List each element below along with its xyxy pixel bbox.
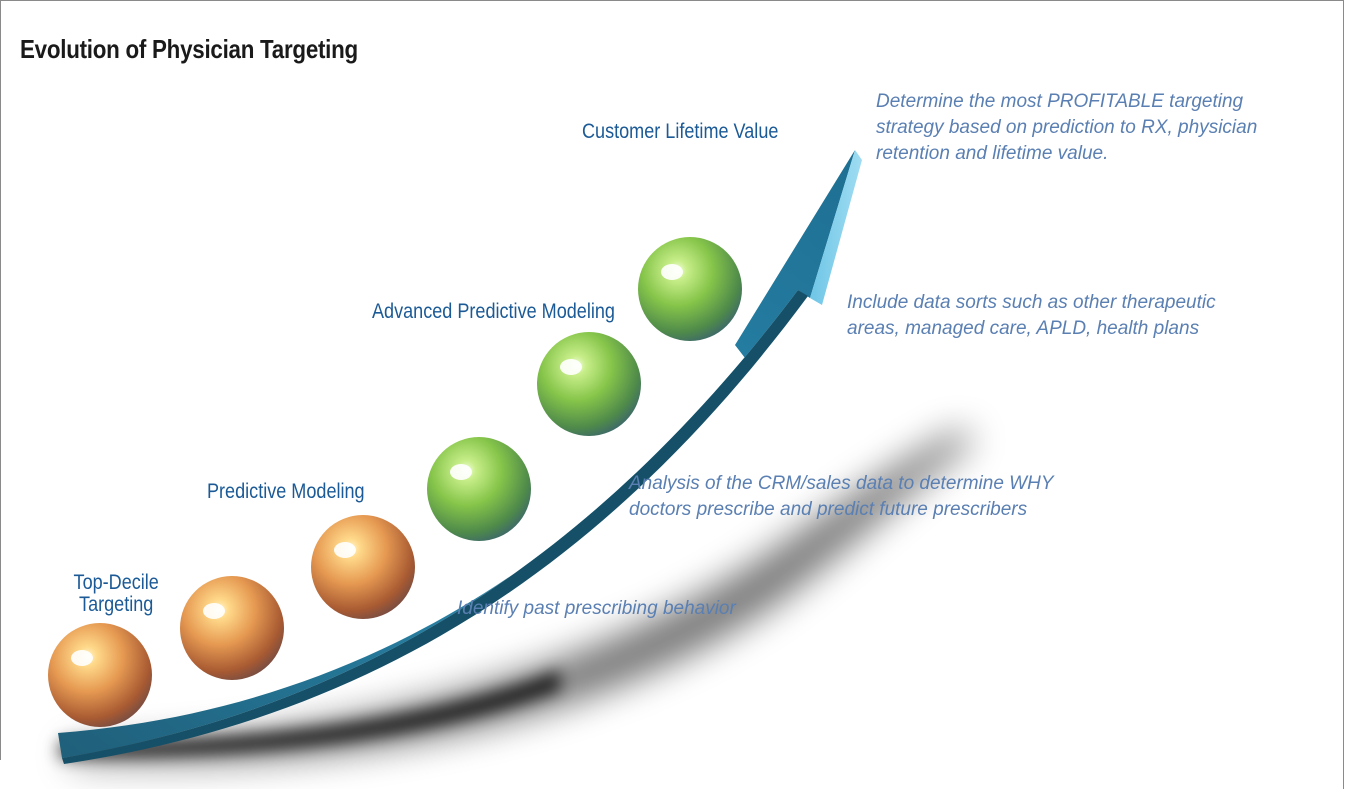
stage-label-top-decile-targeting: Top-Decile Targeting	[56, 572, 176, 616]
sphere-4-icon	[427, 437, 531, 541]
slide-frame-left-edge	[0, 0, 1, 760]
stage-label-predictive-modeling: Predictive Modeling	[207, 480, 365, 503]
stage-label-customer-lifetime-value: Customer Lifetime Value	[582, 120, 779, 143]
stage-label-line-1: Top-Decile	[73, 571, 159, 594]
sphere-2-icon	[180, 576, 284, 680]
description-line: areas, managed care, APLD, health plans	[847, 318, 1200, 339]
description-line: Analysis of the CRM/sales data to determ…	[629, 473, 1054, 494]
description-line: strategy based on prediction to RX, phys…	[876, 117, 1258, 138]
description-line: retention and lifetime value.	[876, 143, 1109, 164]
arrow-head-edge	[810, 150, 862, 305]
sphere-6-icon	[638, 237, 742, 341]
stage-label-advanced-predictive-modeling: Advanced Predictive Modeling	[372, 300, 615, 323]
description-top-decile-targeting: Identify past prescribing behavior	[457, 596, 736, 622]
sphere-3-icon	[311, 515, 415, 619]
sphere-5-icon	[537, 332, 641, 436]
description-advanced-predictive-modeling: Include data sorts such as other therape…	[847, 290, 1216, 342]
description-line: Determine the most PROFITABLE targeting	[876, 91, 1244, 112]
description-customer-lifetime-value: Determine the most PROFITABLE targeting …	[876, 89, 1257, 167]
page-title: Evolution of Physician Targeting	[20, 34, 358, 64]
description-line: Identify past prescribing behavior	[457, 598, 736, 619]
stage-label-line-2: Targeting	[79, 593, 154, 616]
description-predictive-modeling: Analysis of the CRM/sales data to determ…	[629, 471, 1054, 523]
description-line: Include data sorts such as other therape…	[847, 292, 1216, 313]
description-line: doctors prescribe and predict future pre…	[629, 499, 1028, 520]
arrow-body-edge	[62, 290, 808, 764]
sphere-1-icon	[48, 623, 152, 727]
